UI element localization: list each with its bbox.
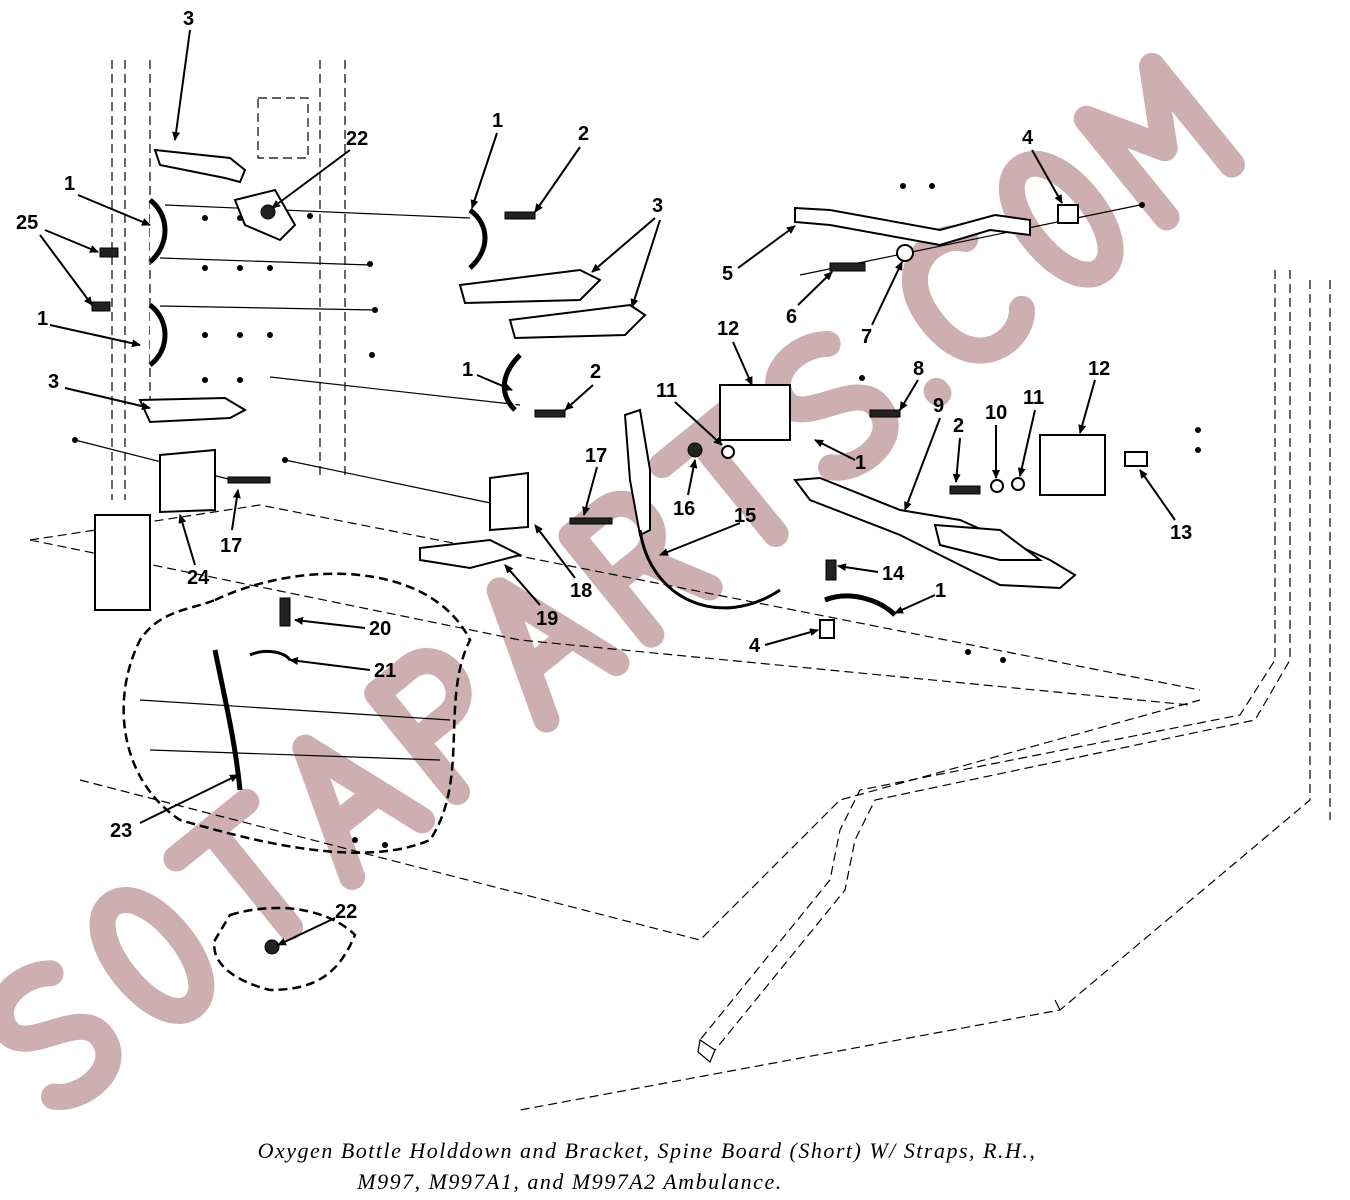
washer-7	[896, 244, 914, 262]
parts	[91, 148, 1148, 955]
callout-3: 3	[183, 8, 194, 30]
callout-5: 5	[722, 263, 733, 285]
clamp-1d	[501, 353, 522, 412]
figure-caption: Oxygen Bottle Holddown and Bracket, Spin…	[0, 1135, 1350, 1197]
holder-block	[94, 514, 151, 611]
callout-11: 11	[1023, 387, 1044, 409]
callout-1: 1	[935, 580, 946, 602]
watermark	[0, 52, 1245, 1110]
callout-16: 16	[673, 498, 695, 520]
callout-8: 8	[913, 358, 924, 380]
clamp-1b	[148, 303, 168, 367]
mounting-hole-guides	[72, 183, 1201, 848]
callouts: 3 22 1 25 1 3 1 2 3 1 2 4 5 6 7 12 8 12 …	[16, 8, 1192, 946]
screw-8	[869, 409, 901, 418]
caption-line-1: Oxygen Bottle Holddown and Bracket, Spin…	[257, 1138, 1037, 1163]
callout-1: 1	[492, 110, 503, 132]
callout-22: 22	[335, 901, 357, 923]
bracket-5	[794, 206, 1031, 247]
clamp-1a	[148, 198, 168, 264]
callout-4: 4	[1022, 127, 1034, 149]
buckle-bracket-12b	[1039, 434, 1106, 496]
buckle-bracket-12a	[719, 384, 791, 441]
callout-24: 24	[187, 567, 210, 589]
callout-1: 1	[37, 308, 48, 330]
callout-2: 2	[953, 415, 964, 437]
callout-19: 19	[536, 608, 558, 630]
callout-21: 21	[374, 660, 396, 682]
callout-7: 7	[861, 326, 872, 348]
nut-22b	[264, 939, 280, 955]
screw-25a	[99, 247, 119, 258]
bracket-strap-3-lower	[138, 396, 248, 424]
vehicle-body-outline	[29, 60, 1331, 1111]
callout-20: 20	[369, 618, 391, 640]
clamp-21	[249, 649, 292, 661]
pad-19	[419, 538, 523, 570]
callout-12: 12	[717, 318, 739, 340]
callout-1: 1	[64, 173, 75, 195]
screw-17b	[569, 517, 613, 525]
screw-25b	[91, 301, 111, 312]
callout-14: 14	[882, 563, 905, 585]
callout-23: 23	[110, 820, 132, 842]
callout-10: 10	[985, 402, 1007, 424]
strap-3a	[458, 268, 602, 305]
callout-12: 12	[1088, 358, 1110, 380]
plate-24	[159, 448, 216, 514]
strap-3b	[508, 303, 647, 340]
screw-13	[1124, 451, 1148, 467]
screw-2b	[534, 409, 566, 418]
callout-1: 1	[855, 452, 866, 474]
clamp-1f	[824, 593, 897, 617]
washer-11a	[721, 445, 735, 459]
strap-9	[793, 476, 1077, 590]
screw-17a	[227, 476, 271, 484]
callout-22: 22	[346, 128, 368, 150]
callout-18: 18	[570, 580, 592, 602]
bracket-strap-3-upper	[153, 148, 247, 184]
bolt-6	[829, 262, 866, 272]
callout-3: 3	[652, 195, 663, 217]
callout-17: 17	[220, 535, 242, 557]
callout-4: 4	[749, 635, 761, 657]
plate-18	[489, 471, 529, 532]
screw-14	[825, 559, 837, 581]
washer-10	[990, 479, 1004, 493]
spacer-4b	[819, 619, 835, 639]
callout-9: 9	[933, 395, 944, 417]
clamp-1c	[468, 208, 488, 270]
washer-11b	[1011, 477, 1025, 491]
callout-25: 25	[16, 212, 38, 234]
caption-line-2: M997, M997A1, and M997A2 Ambulance.	[357, 1169, 783, 1194]
callout-3: 3	[48, 371, 59, 393]
callout-2: 2	[590, 361, 601, 383]
screw-2c	[949, 485, 981, 495]
callout-2: 2	[578, 123, 589, 145]
strap-23	[212, 649, 243, 791]
nut-16	[687, 442, 703, 458]
screw-20	[279, 597, 291, 627]
callout-11: 11	[656, 380, 677, 402]
strap-15	[638, 529, 781, 610]
callout-17: 17	[585, 445, 607, 467]
callout-13: 13	[1170, 522, 1192, 544]
callout-1: 1	[462, 359, 473, 381]
callout-15: 15	[734, 505, 756, 527]
strap-9-buckle	[933, 523, 1043, 561]
strap-15-buckle	[623, 408, 651, 537]
spacer-4	[1057, 204, 1079, 224]
screw-2a	[504, 211, 536, 220]
callout-6: 6	[786, 306, 797, 328]
